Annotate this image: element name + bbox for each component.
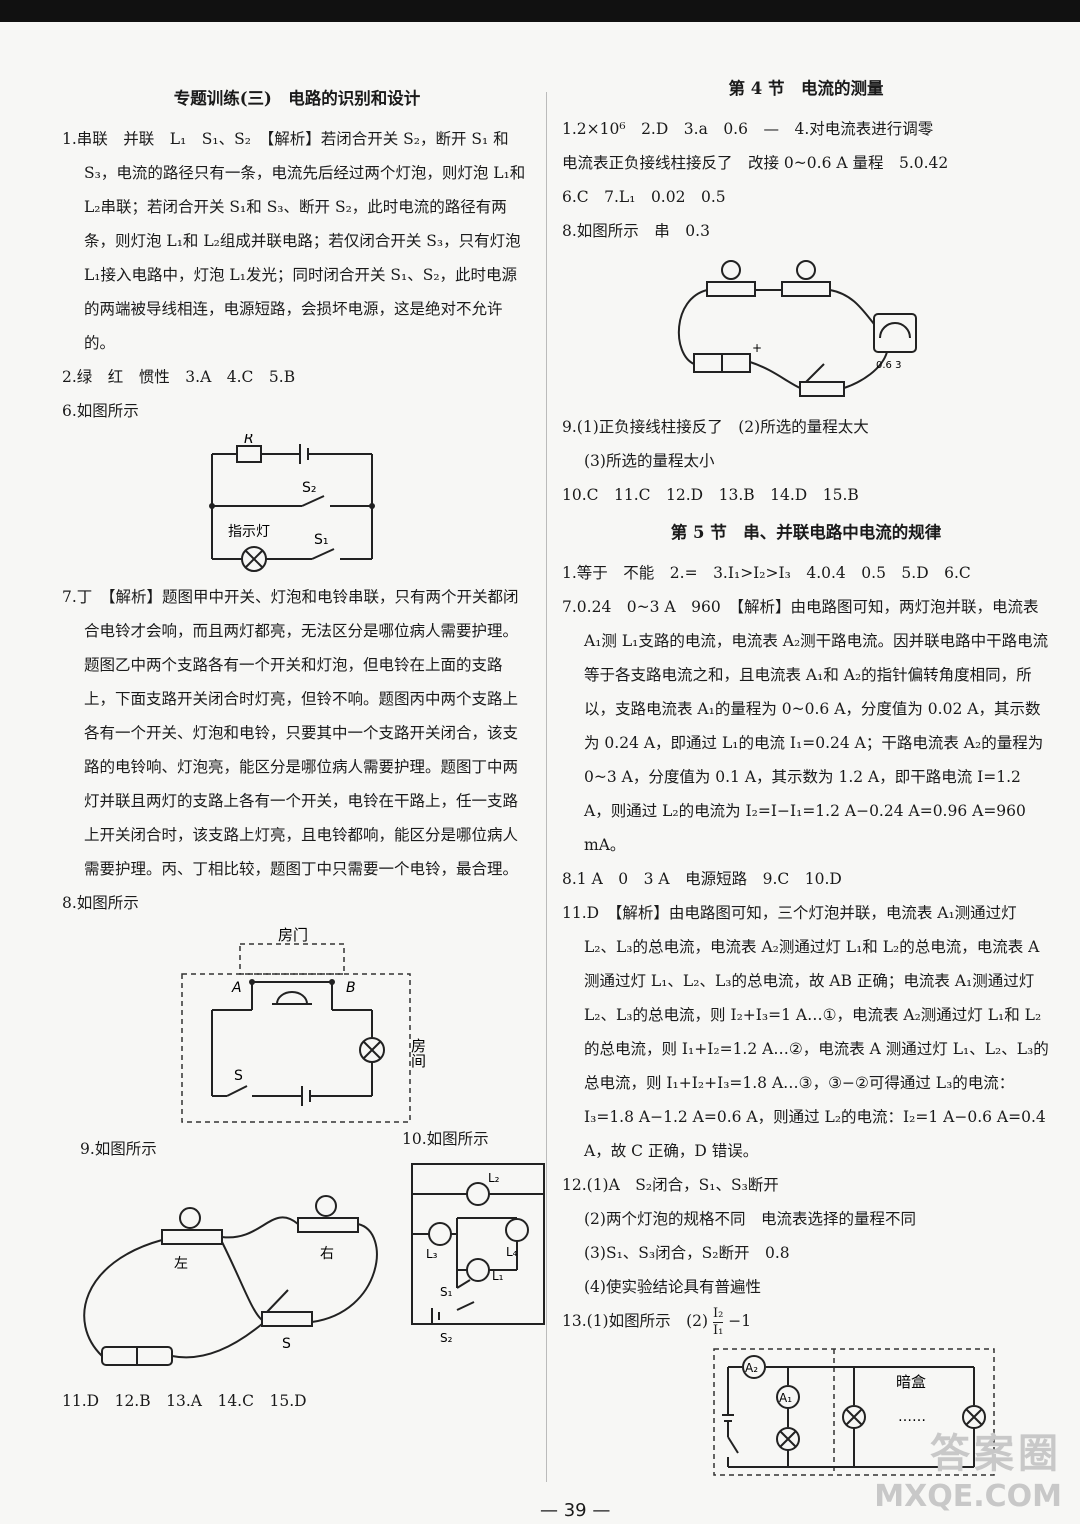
s5-answer-12c: (3)S₁、S₃闭合，S₂断开 0.8: [584, 1244, 790, 1262]
fig10-l2-label: L₂: [488, 1171, 500, 1185]
s5-answer-12a: 12.(1)A S₂闭合，S₁、S₃断开: [562, 1176, 779, 1194]
circuit-figure-9: 左 右 S: [83, 1195, 378, 1366]
fig10-s2-label: S₂: [440, 1331, 453, 1345]
s4-fig-plus: +: [752, 341, 762, 355]
fig10-s1-label: S₁: [440, 1285, 453, 1299]
fig6-lamp-label: 指示灯: [228, 524, 270, 540]
fig9-left-label: 左: [174, 1256, 188, 1272]
s5-answer-13: 13.(1)如图所示 (2) I₂ I₁ −1: [562, 1304, 1050, 1339]
circuit-figure-s4-8: 0.6 3 +: [677, 260, 917, 397]
fig13-a1-label: A₁: [779, 1391, 792, 1405]
s5-answers-8-10: 8.1 A 0 3 A 电源短路 9.C 10.D: [562, 870, 842, 888]
circuit-figure-8: 房门 A B 房间 S: [181, 926, 427, 1123]
fig8-a-label: A: [231, 980, 242, 996]
fig13-box-label: 暗盒: [896, 1373, 926, 1391]
s5-answer-7: 7.0.24 0~3 A 960 【解析】由电路图可知，两灯泡并联，电流表 A₁…: [562, 598, 1049, 854]
s4-answers-10-15: 10.C 11.C 12.D 13.B 14.D 15.B: [562, 486, 859, 504]
watermark: 答案圈 MXQE.COM: [874, 1421, 1062, 1514]
s5-answer-11: 11.D 【解析】由电路图可知，三个灯泡并联，电流表 A₁测通过灯 L₂、L₃的…: [562, 904, 1049, 1160]
fraction-tail: −1: [728, 1312, 752, 1330]
section-title-section-4: 第 4 节 电流的测量: [728, 79, 884, 98]
fig8-room-label: 房间: [409, 1038, 427, 1069]
answer-1: 1.串联 并联 L₁ S₁、S₂ 【解析】若闭合开关 S₂，断开 S₁ 和 S₃…: [62, 130, 526, 352]
fig10-l1-label: L₁: [492, 1269, 504, 1283]
watermark-line2: MXQE.COM: [874, 1479, 1062, 1514]
fig6-r-label: R: [244, 434, 254, 447]
fig6-s2-label: S₂: [302, 480, 317, 496]
s5-answers-1-6: 1.等于 不能 2.= 3.I₁>I₂>I₃ 4.0.4 0.5 5.D 6.C: [562, 564, 971, 582]
s4-answer-9a: 9.(1)正负接线柱接反了 (2)所选的量程太大: [562, 418, 869, 436]
watermark-line1: 答案圈: [930, 1431, 1062, 1477]
circuit-figure-6: R S₂ 指示灯 S₁: [209, 434, 375, 572]
page-number: — 39 —: [540, 1500, 611, 1521]
answer-9: 9.如图所示: [80, 1140, 157, 1158]
s4-answer-4-cont: 电流表正负接线柱接反了 改接 0~0.6 A 量程 5.0.42: [562, 154, 949, 172]
figures-9-10-row: 9.如图所示 10.如图所示 左 右 S: [62, 1130, 545, 1382]
fig8-s-label: S: [234, 1068, 243, 1084]
fig6-s1-label: S₁: [314, 532, 329, 548]
fraction-denominator: I₁: [713, 1322, 724, 1338]
answer-6: 6.如图所示: [62, 402, 139, 420]
fig10-l4-label: L₄: [506, 1245, 518, 1259]
fig10-l3-label: L₃: [426, 1247, 438, 1261]
s4-answers-1-4: 1.2×10⁶ 2.D 3.a 0.6 — 4.对电流表进行调零: [562, 120, 934, 138]
section-title-section-5: 第 5 节 串、并联电路中电流的规律: [670, 523, 942, 542]
answer-11-15: 11.D 12.B 13.A 14.C 15.D: [62, 1392, 307, 1410]
circuit-figure-s5-13: A₂ A₁ 暗盒 ……: [713, 1347, 995, 1476]
fig8-door-label: 房门: [278, 926, 308, 944]
s4-answer-8: 8.如图所示 串 0.3: [562, 222, 710, 240]
s5-answer-13-fraction: I₂ I₁: [713, 1305, 724, 1339]
fig9-s-label: S: [282, 1336, 291, 1352]
fig8-b-label: B: [346, 980, 356, 996]
s4-answer-9b: (3)所选的量程太小: [584, 452, 715, 470]
answer-10: 10.如图所示: [402, 1130, 489, 1148]
s4-fig-meter-scale: 0.6 3: [876, 360, 901, 371]
answer-8: 8.如图所示: [62, 894, 139, 912]
s5-answer-13-text: 13.(1)如图所示 (2): [562, 1312, 709, 1330]
section-title-special-training: 专题训练(三) 电路的识别和设计: [173, 89, 421, 108]
s4-answers-6-7: 6.C 7.L₁ 0.02 0.5: [562, 188, 726, 206]
fig13-dots: ……: [898, 1409, 926, 1425]
s5-answer-12b: (2)两个灯泡的规格不同 电流表选择的量程不同: [584, 1210, 916, 1228]
circuit-figure-10: L₂ L₃ L₄ L₁ S₁ S₂: [411, 1163, 545, 1345]
left-column: 专题训练(三) 电路的识别和设计 1.串联 并联 L₁ S₁、S₂ 【解析】若闭…: [62, 78, 545, 1418]
fraction-numerator: I₂: [713, 1305, 724, 1323]
fig13-a2-label: A₂: [745, 1361, 758, 1375]
answer-7: 7.丁 【解析】题图甲中开关、灯泡和电铃串联，只有两个开关都闭合电铃才会响，而且…: [62, 588, 519, 878]
column-divider: [546, 92, 547, 1482]
right-column: 第 4 节 电流的测量 1.2×10⁶ 2.D 3.a 0.6 — 4.对电流表…: [562, 78, 1050, 1491]
s5-answer-12d: (4)使实验结论具有普遍性: [584, 1278, 761, 1296]
fig9-right-label: 右: [320, 1246, 334, 1262]
answer-2-5: 2.绿 红 惯性 3.A 4.C 5.B: [62, 368, 296, 386]
top-dark-bar: [0, 0, 1080, 22]
